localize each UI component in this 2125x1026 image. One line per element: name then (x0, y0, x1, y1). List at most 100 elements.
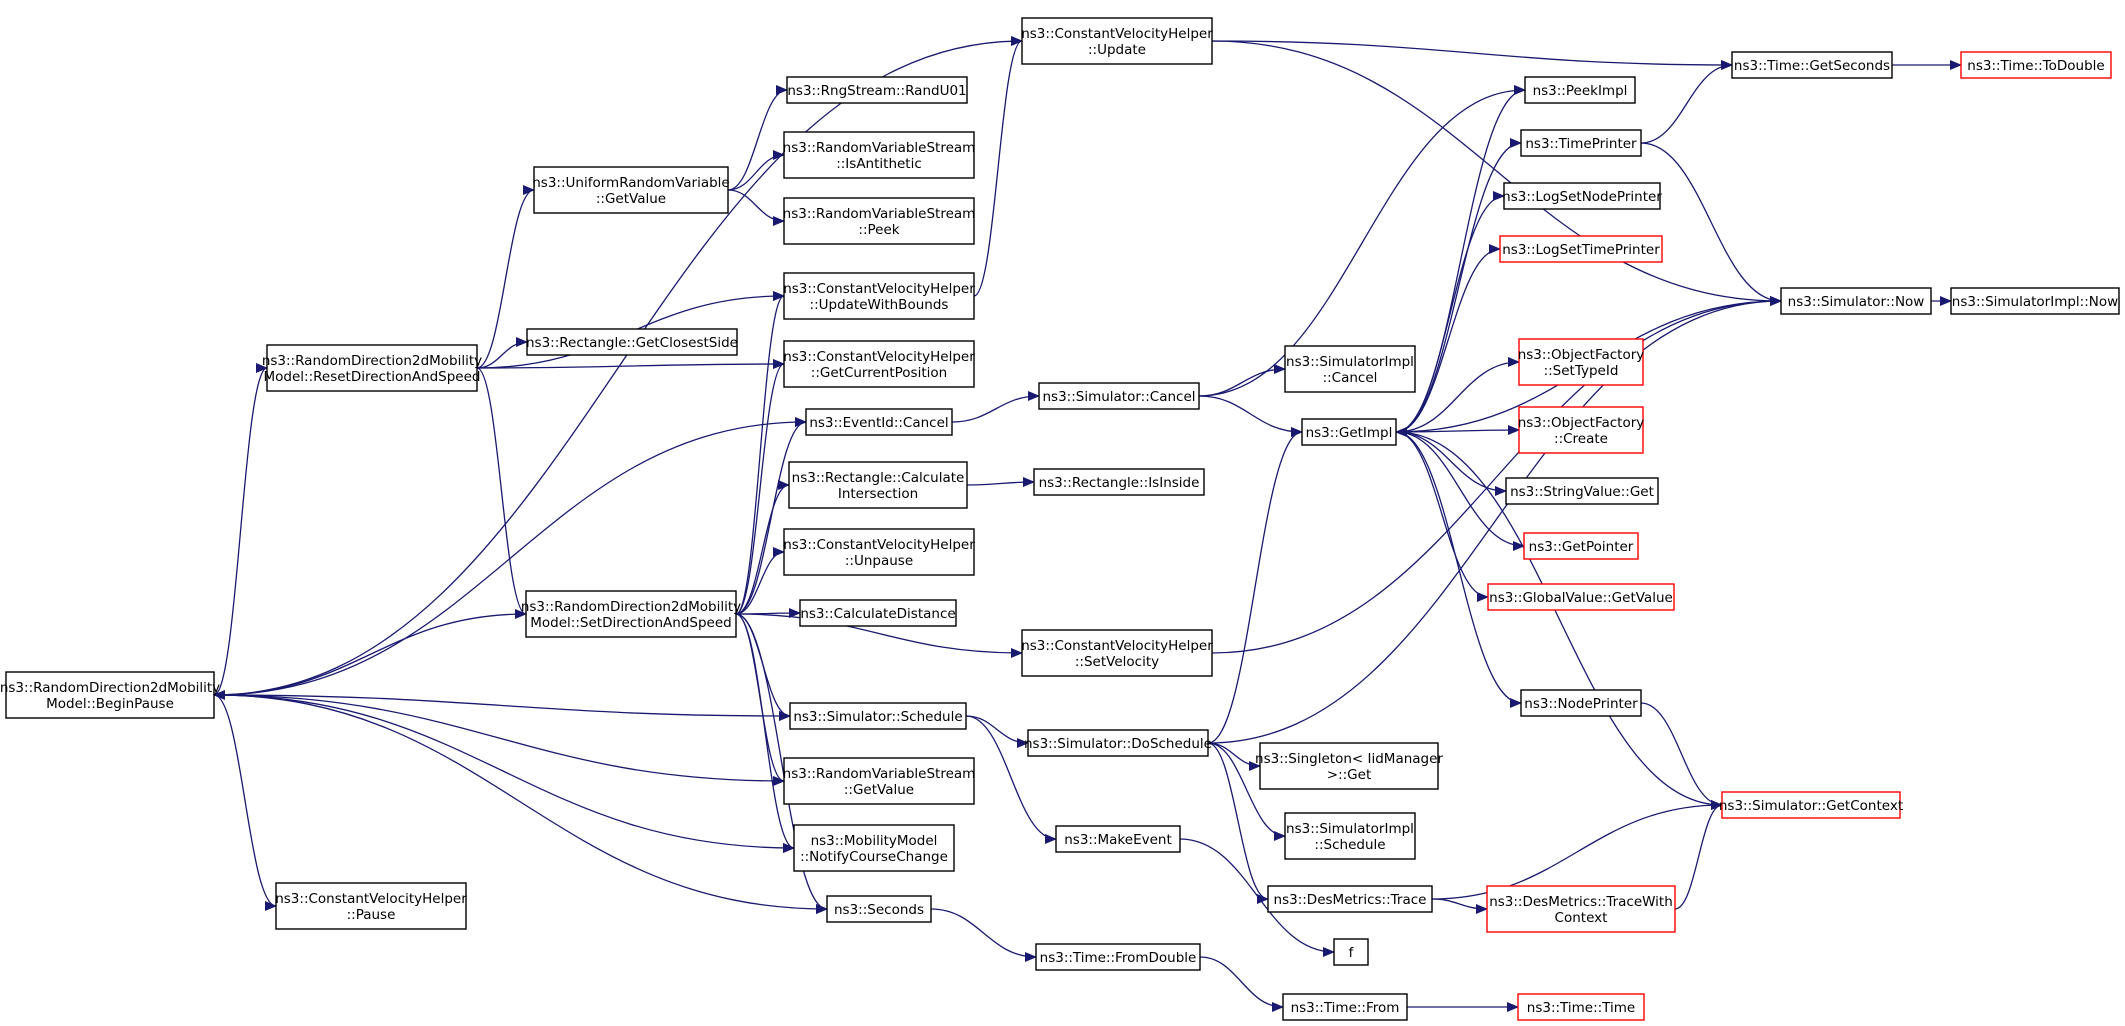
node-singleton-get[interactable]: ns3::Singleton< IidManager>::Get (1255, 742, 1443, 790)
node-box (1033, 468, 1205, 496)
node-makeevent[interactable]: ns3::MakeEvent (1055, 825, 1181, 853)
edge-begin_pause-to-mm_notify (213, 694, 795, 853)
node-rect-closest[interactable]: ns3::Rectangle::GetClosestSide (526, 328, 738, 356)
node-simimpl-now[interactable]: ns3::SimulatorImpl::Now (1950, 287, 2120, 315)
node-getpointer[interactable]: ns3::GetPointer (1523, 532, 1639, 560)
node-label: ns3::RandomDirection2dMobility (262, 353, 482, 369)
node-label: ns3::ConstantVelocityHelper (783, 349, 975, 365)
node-cvh-unpause[interactable]: ns3::ConstantVelocityHelper::Unpause (783, 528, 975, 576)
node-eventid-cancel[interactable]: ns3::EventId::Cancel (805, 408, 953, 436)
edge-getimpl-to-timeprinter (1395, 138, 1522, 433)
node-box (1259, 742, 1439, 790)
node-cvh-getpos[interactable]: ns3::ConstantVelocityHelper::GetCurrentP… (783, 340, 975, 388)
node-sim-cancel[interactable]: ns3::Simulator::Cancel (1038, 382, 1200, 410)
node-time-todouble[interactable]: ns3::Time::ToDouble (1960, 51, 2112, 79)
edge-desmetrics_trace-to-sim_getcontext (1431, 800, 1723, 900)
node-label: ns3::UniformRandomVariable (532, 175, 730, 191)
node-box (275, 882, 467, 930)
node-box (1505, 477, 1659, 505)
edge-reset_dir-to-cvh_getpos (476, 359, 785, 370)
edge-begin_pause-to-reset_dir (213, 363, 268, 696)
edge-sim_cancel-to-getimpl (1198, 395, 1303, 437)
node-label: ns3::MakeEvent (1064, 832, 1172, 848)
node-label: ::Peek (858, 222, 899, 238)
node-timeprinter[interactable]: ns3::TimePrinter (1520, 129, 1642, 157)
node-stringvalue-get[interactable]: ns3::StringValue::Get (1505, 477, 1659, 505)
node-box (799, 599, 957, 627)
node-box (783, 340, 975, 388)
node-of-create[interactable]: ns3::ObjectFactory::Create (1518, 406, 1645, 454)
node-gv-getvalue[interactable]: ns3::GlobalValue::GetValue (1487, 583, 1675, 611)
node-sim-getcontext[interactable]: ns3::Simulator::GetContext (1719, 791, 1903, 819)
edge-set_dir-to-cvh_getpos (735, 359, 785, 615)
edge-begin_pause-to-sim_schedule (213, 694, 791, 721)
node-uniform-getvalue[interactable]: ns3::UniformRandomVariable::GetValue (532, 166, 730, 214)
edge-sim_schedule-to-sim_doschedule (965, 715, 1029, 748)
edge-nodeprinter-to-sim_getcontext (1640, 702, 1723, 810)
node-label: ns3::Rectangle::IsInside (1039, 475, 1200, 491)
node-time-fromdouble[interactable]: ns3::Time::FromDouble (1035, 943, 1201, 971)
node-cvh-update[interactable]: ns3::ConstantVelocityHelper::Update (1021, 17, 1213, 65)
node-log-nodeprinter[interactable]: ns3::LogSetNodePrinter (1502, 182, 1662, 210)
edge-makeevent-to-f (1179, 838, 1335, 957)
node-label: ns3::RandomVariableStream (783, 140, 976, 156)
node-box (1721, 791, 1901, 819)
edge-sim_doschedule-to-singleton_get (1207, 742, 1261, 771)
node-rvs-peek[interactable]: ns3::RandomVariableStream::Peek (783, 197, 976, 245)
node-rvs-getvalue[interactable]: ns3::RandomVariableStream::GetValue (783, 757, 976, 805)
node-rect-isinside[interactable]: ns3::Rectangle::IsInside (1033, 468, 1205, 496)
node-box (1027, 729, 1209, 757)
edge-sim_doschedule-to-sim_now (1207, 296, 1782, 744)
node-of-settypeid[interactable]: ns3::ObjectFactory::SetTypeId (1518, 338, 1645, 386)
edge-sim_cancel-to-simimpl_cancel (1198, 364, 1286, 397)
node-mm-notify[interactable]: ns3::MobilityModel::NotifyCourseChange (793, 824, 955, 872)
node-box (1517, 993, 1645, 1021)
node-label: ns3::Time::GetSeconds (1734, 58, 1890, 74)
node-label: ns3::Rectangle::GetClosestSide (526, 335, 738, 351)
node-getimpl[interactable]: ns3::GetImpl (1301, 418, 1397, 446)
node-time-time[interactable]: ns3::Time::Time (1517, 993, 1645, 1021)
node-log-timeprinter[interactable]: ns3::LogSetTimePrinter (1499, 235, 1663, 263)
node-seconds[interactable]: ns3::Seconds (826, 895, 932, 923)
node-sim-doschedule[interactable]: ns3::Simulator::DoSchedule (1024, 729, 1212, 757)
node-sim-now[interactable]: ns3::Simulator::Now (1780, 287, 1932, 315)
node-box (1301, 418, 1397, 446)
node-label: ::NotifyCourseChange (800, 849, 948, 865)
node-box (786, 76, 968, 104)
node-label: ns3::Simulator::DoSchedule (1024, 736, 1212, 752)
edge-begin_pause-to-seconds (213, 694, 828, 914)
node-box (1780, 287, 1932, 315)
node-label: ns3::Time::ToDouble (1967, 58, 2104, 74)
node-rvs-isantithetic[interactable]: ns3::RandomVariableStream::IsAntithetic (783, 131, 976, 179)
node-reset-dir[interactable]: ns3::RandomDirection2dMobilityModel::Res… (262, 344, 482, 392)
node-time-from[interactable]: ns3::Time::From (1282, 993, 1408, 1021)
node-label: Context (1555, 910, 1608, 926)
node-simimpl-schedule[interactable]: ns3::SimulatorImpl::Schedule (1284, 812, 1416, 860)
node-begin-pause[interactable]: ns3::RandomDirection2dMobilityModel::Beg… (0, 671, 220, 719)
node-set-dir[interactable]: ns3::RandomDirection2dMobilityModel::Set… (521, 590, 741, 638)
node-label: ns3::RandomVariableStream (783, 766, 976, 782)
node-label: ::GetCurrentPosition (811, 365, 947, 381)
node-time-getseconds[interactable]: ns3::Time::GetSeconds (1731, 51, 1893, 79)
node-box (1520, 129, 1642, 157)
node-desmetrics-trace[interactable]: ns3::DesMetrics::Trace (1267, 885, 1433, 913)
node-cvh-updatebounds[interactable]: ns3::ConstantVelocityHelper::UpdateWithB… (783, 272, 975, 320)
node-simimpl-cancel[interactable]: ns3::SimulatorImpl::Cancel (1284, 345, 1416, 393)
node-label: ::Unpause (845, 553, 913, 569)
node-cvh-setvel[interactable]: ns3::ConstantVelocityHelper::SetVelocity (1021, 629, 1213, 677)
node-box (783, 131, 975, 179)
node-f[interactable]: f (1333, 938, 1369, 966)
node-peekimpl[interactable]: ns3::PeekImpl (1524, 76, 1636, 104)
node-calc-dist[interactable]: ns3::CalculateDistance (799, 599, 957, 627)
node-label: ns3::ConstantVelocityHelper (1021, 26, 1213, 42)
node-cvh-pause[interactable]: ns3::ConstantVelocityHelper::Pause (275, 882, 467, 930)
node-sim-schedule[interactable]: ns3::Simulator::Schedule (789, 702, 967, 730)
edge-set_dir-to-cvh_setvel (735, 613, 1023, 658)
node-box (1333, 938, 1369, 966)
edge-sim_doschedule-to-getimpl (1207, 427, 1303, 744)
node-rng-randu01[interactable]: ns3::RngStream::RandU01 (786, 76, 968, 104)
edge-sim_getcontext-to-getimpl (1395, 427, 1723, 806)
node-nodeprinter[interactable]: ns3::NodePrinter (1520, 689, 1642, 717)
